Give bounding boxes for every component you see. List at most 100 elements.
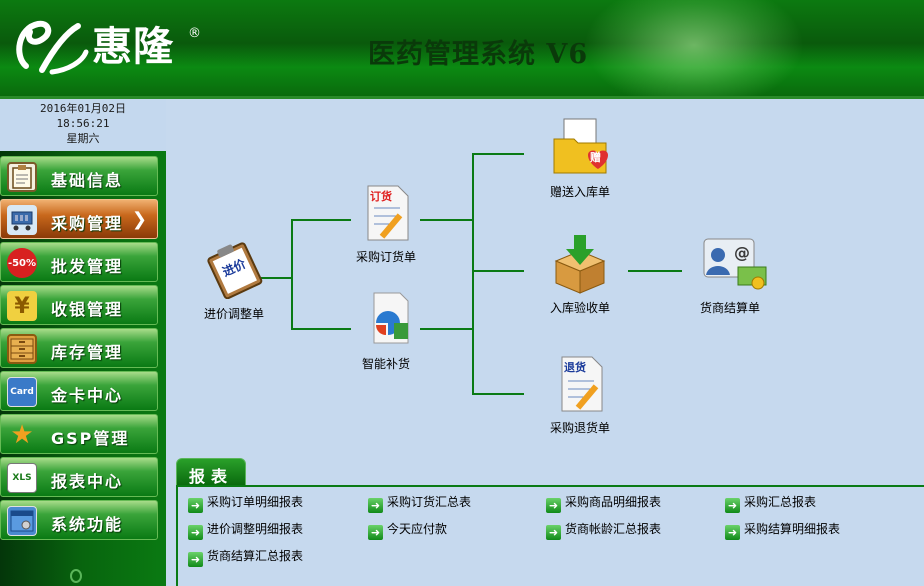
report-link-label: 采购结算明细报表 bbox=[744, 522, 841, 536]
sidebar-item-reports[interactable]: XLS 报表中心 bbox=[0, 457, 158, 497]
clock-time: 18:56:21 bbox=[56, 117, 110, 130]
node-label: 进价调整单 bbox=[203, 307, 264, 321]
connector bbox=[420, 219, 472, 221]
arrow-right-icon: ➜ bbox=[546, 525, 561, 540]
main-panel: 进价 进价调整单 订货 采购订货单 智能补货 bbox=[166, 99, 924, 586]
tab-reports-label: 报表 bbox=[189, 467, 234, 486]
spreadsheet-icon: XLS bbox=[7, 463, 37, 493]
sidebar-ornament-icon bbox=[70, 569, 82, 583]
report-panel: ➜采购订单明细报表 ➜采购订货汇总表 ➜采购商品明细报表 ➜采购汇总报表 ➜进价… bbox=[176, 485, 924, 586]
node-label: 赠送入库单 bbox=[549, 185, 610, 199]
sidebar-item-basic-info[interactable]: 基础信息 bbox=[0, 156, 158, 196]
report-link-supplier-settlement-summary[interactable]: ➜ 货商结算汇总报表 bbox=[188, 547, 303, 567]
shopping-cart-icon bbox=[7, 205, 37, 235]
report-link-label: 货商结算汇总报表 bbox=[207, 549, 304, 563]
report-link-purchase-summary[interactable]: ➜ 采购汇总报表 bbox=[725, 493, 816, 513]
report-link-purchase-order-detail[interactable]: ➜采购订单明细报表 bbox=[188, 493, 303, 513]
return-badge: 退货 bbox=[564, 361, 586, 374]
receiving-box-icon bbox=[548, 233, 612, 297]
report-link-label: 进价调整明细报表 bbox=[207, 522, 304, 536]
report-link-product-detail[interactable]: ➜ 采购商品明细报表 bbox=[546, 493, 661, 513]
report-link-aging-summary[interactable]: ➜ 货商帐龄汇总报表 bbox=[546, 520, 661, 540]
node-return[interactable]: 退货 采购退货单 bbox=[530, 353, 630, 436]
chevron-right-icon: ❯ bbox=[131, 209, 147, 230]
arrow-right-icon: ➜ bbox=[188, 525, 203, 540]
purchase-order-badge: 订货 bbox=[370, 190, 392, 203]
arrow-right-icon: ➜ bbox=[725, 525, 740, 540]
report-link-label: 今天应付款 bbox=[387, 522, 448, 536]
yen-icon: ¥ bbox=[7, 291, 37, 321]
node-supplier-settlement[interactable]: @ 货商结算单 bbox=[680, 233, 780, 316]
smart-restock-icon bbox=[354, 289, 418, 353]
node-purchase-order[interactable]: 订货 采购订货单 bbox=[336, 182, 436, 265]
clock-weekday: 星期六 bbox=[66, 132, 100, 145]
company-logo-icon bbox=[16, 20, 89, 75]
connector bbox=[420, 328, 472, 330]
sidebar-item-purchase[interactable]: 采购管理 ❯ bbox=[0, 199, 158, 239]
report-link-payable-today[interactable]: ➜ 今天应付款 bbox=[368, 520, 447, 540]
report-link-label: 采购订货汇总表 bbox=[387, 495, 472, 509]
connector bbox=[261, 277, 291, 279]
return-goods-icon: 退货 bbox=[548, 353, 612, 417]
clock-date: 2016年01月02日 bbox=[40, 102, 126, 115]
report-link-label: 采购商品明细报表 bbox=[565, 495, 662, 509]
sidebar-item-label: 系统功能 bbox=[51, 515, 124, 534]
sidebar-item-label: 采购管理 bbox=[51, 214, 124, 233]
header-glow bbox=[584, 0, 804, 96]
arrow-right-icon: ➜ bbox=[188, 552, 203, 567]
clock-panel: 2016年01月02日 18:56:21 星期六 bbox=[0, 99, 166, 151]
gift-badge: 赠 bbox=[590, 151, 601, 164]
node-label: 货商结算单 bbox=[699, 301, 760, 315]
node-label: 智能补货 bbox=[361, 357, 410, 371]
sidebar-item-inventory[interactable]: 库存管理 bbox=[0, 328, 158, 368]
sidebar-item-cashier[interactable]: ¥ 收银管理 bbox=[0, 285, 158, 325]
cabinet-icon bbox=[7, 334, 37, 364]
clipboard-icon bbox=[7, 162, 37, 192]
node-price-adjust[interactable]: 进价 进价调整单 bbox=[184, 239, 284, 322]
sidebar-item-gsp[interactable]: ★ GSP管理 bbox=[0, 414, 158, 454]
report-link-label: 货商帐龄汇总报表 bbox=[565, 522, 662, 536]
logo-text: 惠隆 bbox=[92, 23, 174, 70]
registered-mark: ® bbox=[188, 26, 201, 41]
connector bbox=[291, 219, 293, 329]
report-link-label: 采购订单明细报表 bbox=[207, 495, 304, 509]
node-smart-restock[interactable]: 智能补货 bbox=[336, 289, 436, 372]
email-at-badge: @ bbox=[734, 243, 750, 262]
settings-window-icon bbox=[7, 506, 37, 536]
connector bbox=[291, 219, 351, 221]
node-receiving[interactable]: 入库验收单 bbox=[530, 233, 630, 316]
node-label: 入库验收单 bbox=[549, 301, 610, 315]
sidebar-item-label: GSP管理 bbox=[51, 429, 130, 448]
app-header: 惠隆 ® 医药管理系统 V6 bbox=[0, 0, 924, 96]
report-link-order-summary[interactable]: ➜ 采购订货汇总表 bbox=[368, 493, 471, 513]
report-link-price-adjust-detail[interactable]: ➜ 进价调整明细报表 bbox=[188, 520, 303, 540]
connector bbox=[472, 393, 524, 395]
sidebar-item-gold-card[interactable]: Card 金卡中心 bbox=[0, 371, 158, 411]
sidebar-item-system[interactable]: 系统功能 bbox=[0, 500, 158, 540]
sidebar: 2016年01月02日 18:56:21 星期六 基础信息 采购管理 ❯ -50… bbox=[0, 99, 166, 586]
sidebar-item-label: 报表中心 bbox=[51, 472, 124, 491]
connector bbox=[472, 153, 474, 395]
tab-reports[interactable]: 报表 bbox=[176, 458, 246, 486]
sidebar-item-label: 收银管理 bbox=[51, 300, 124, 319]
arrow-right-icon: ➜ bbox=[368, 525, 383, 540]
star-badge-icon: ★ bbox=[10, 420, 34, 450]
connector bbox=[291, 328, 351, 330]
sidebar-item-label: 金卡中心 bbox=[51, 386, 124, 405]
node-label: 采购订货单 bbox=[355, 250, 416, 264]
arrow-right-icon: ➜ bbox=[546, 498, 561, 513]
report-link-settlement-detail[interactable]: ➜ 采购结算明细报表 bbox=[725, 520, 840, 540]
arrow-right-icon: ➜ bbox=[368, 498, 383, 513]
arrow-right-icon: ➜ bbox=[725, 498, 740, 513]
header-divider bbox=[0, 96, 924, 99]
node-gift-receipt[interactable]: 赠 赠送入库单 bbox=[530, 117, 630, 200]
sidebar-item-wholesale[interactable]: -50% 批发管理 bbox=[0, 242, 158, 282]
gift-folder-icon: 赠 bbox=[548, 117, 612, 181]
supplier-settlement-icon: @ bbox=[698, 233, 767, 297]
node-label: 采购退货单 bbox=[549, 421, 610, 435]
connector bbox=[472, 153, 524, 155]
connector bbox=[472, 270, 524, 272]
report-link-label: 采购汇总报表 bbox=[744, 495, 817, 509]
sidebar-item-label: 批发管理 bbox=[51, 257, 124, 276]
price-adjust-icon: 进价 bbox=[202, 239, 266, 303]
